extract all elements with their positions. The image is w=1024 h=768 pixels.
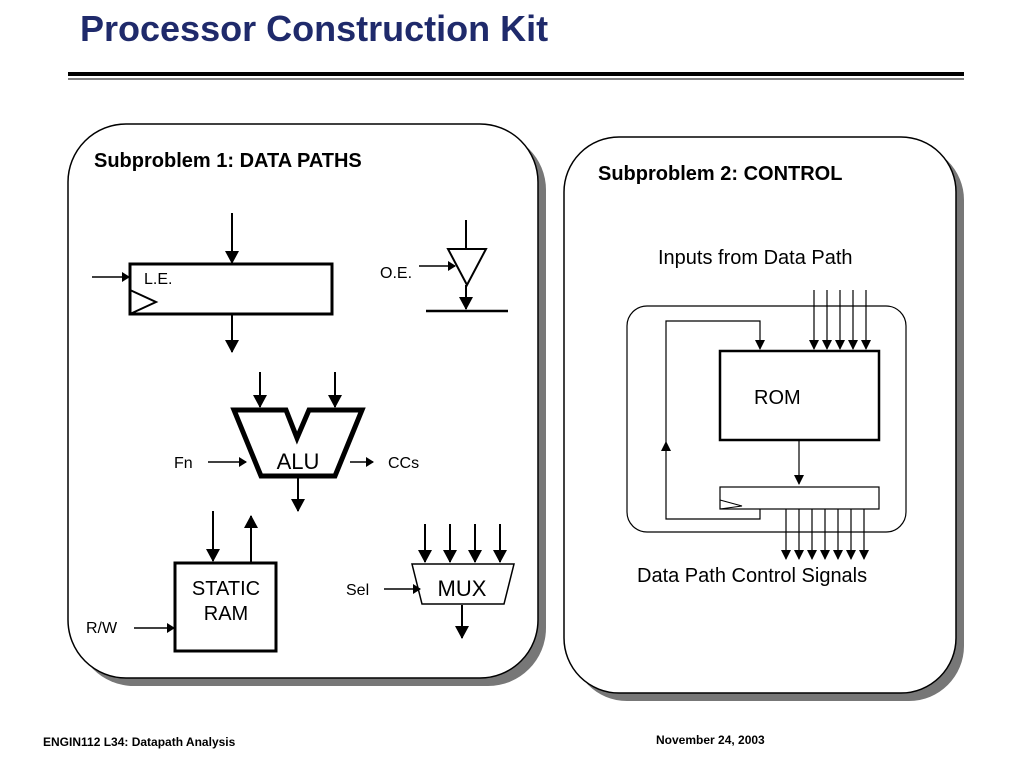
alu-output-label: CCs: [388, 455, 419, 472]
alu-block: ALU Fn CCs: [174, 372, 419, 512]
buffer-triangle-icon: [446, 248, 488, 288]
footer-date: November 24, 2003: [656, 733, 765, 747]
control-panel: Subproblem 2: CONTROL Inputs from Data P…: [563, 136, 964, 701]
alu-label: ALU: [277, 449, 320, 474]
title-rule: [68, 72, 964, 80]
ram-label-line1: STATIC: [192, 578, 260, 600]
tristate-label: O.E.: [380, 265, 412, 282]
rom-label: ROM: [754, 387, 801, 409]
datapath-panel: Subproblem 1: DATA PATHS L.E. O.E. ALU F…: [67, 123, 546, 686]
rom-block: ROM: [718, 349, 881, 485]
mux-select-label: Sel: [346, 582, 369, 599]
feedback-loop: [661, 320, 765, 520]
clock-triangle-icon: [719, 499, 743, 510]
outputs-label: Data Path Control Signals: [637, 565, 867, 587]
control-heading: Subproblem 2: CONTROL: [598, 163, 842, 185]
mux-label: MUX: [438, 576, 487, 601]
footer-course: ENGIN112 L34: Datapath Analysis: [43, 735, 236, 749]
datapath-heading: Subproblem 1: DATA PATHS: [94, 150, 362, 172]
clock-triangle-icon: [129, 289, 159, 315]
output-arrows: [781, 509, 869, 560]
register-label: L.E.: [144, 271, 172, 288]
ram-control-label: R/W: [86, 620, 118, 637]
mux-block: MUX Sel: [346, 524, 515, 639]
register-block: L.E.: [92, 213, 334, 353]
tristate-buffer: O.E.: [380, 220, 508, 313]
input-arrows: [809, 290, 871, 350]
alu-input-label: Fn: [174, 455, 193, 472]
slide-title: Processor Construction Kit: [80, 8, 549, 49]
state-register: [719, 486, 880, 510]
ram-block: STATIC RAM R/W: [86, 511, 278, 653]
inputs-label: Inputs from Data Path: [658, 247, 853, 269]
ram-label-line2: RAM: [204, 603, 248, 625]
